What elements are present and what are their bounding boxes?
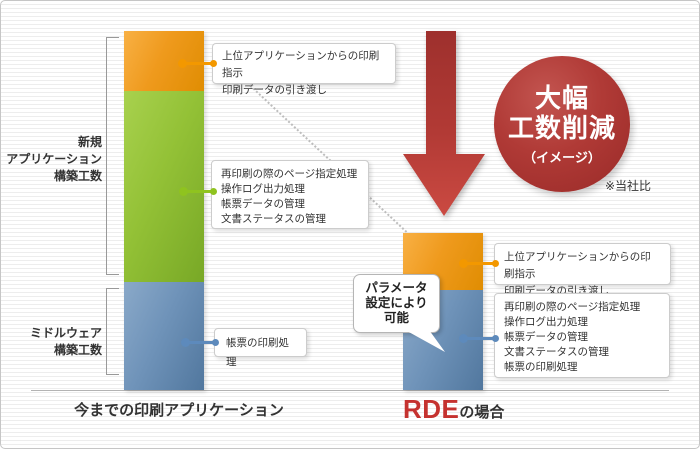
connector-left-green [179, 187, 217, 196]
rde-suffix-text: の場合 [459, 404, 505, 421]
connector-left-blue [181, 338, 219, 347]
bar-segment-orange [124, 31, 204, 91]
label-new-application-manhours: 新規 アプリケーション 構築工数 [6, 135, 102, 183]
bar-segment-green [124, 91, 204, 282]
reduction-badge: 大幅 工数削減 （イメージ） [494, 56, 630, 192]
axis-baseline [31, 390, 669, 391]
callout-left-blue: 帳票の印刷処理 [214, 328, 307, 368]
footnote-company-comparison: ※当社比 [605, 179, 652, 193]
badge-title: 大幅 工数削減 [507, 82, 616, 143]
parameter-bubble: パラメータ 設定により 可能 [353, 274, 440, 333]
callout-right-orange: 上位アプリケーションからの印刷指示 印刷データの引き渡し [494, 243, 671, 297]
callout-left-orange: 上位アプリケーションからの印刷指示 印刷データの引き渡し [212, 43, 396, 96]
connector-left-orange [178, 59, 217, 68]
connector-right-blue [459, 334, 499, 343]
reduction-arrow-wrap [403, 31, 485, 216]
rde-brand-text: RDE [403, 394, 460, 424]
callout-right-blue: 再印刷の際のページ指定処理 操作ログ出力処理 帳票データの管理 文書ステータスの… [494, 293, 670, 378]
bar-traditional-application [124, 31, 204, 390]
down-arrow-icon [403, 31, 485, 216]
bar-segment-blue [124, 282, 204, 390]
connector-right-orange [459, 259, 499, 268]
label-middleware-manhours: ミドルウェア 構築工数 [29, 326, 102, 357]
callout-left-green: 再印刷の際のページ指定処理 操作ログ出力処理 帳票データの管理 文書ステータスの… [211, 160, 369, 229]
axis-label-rde: RDE の場合 [403, 396, 504, 422]
bracket-new-application [106, 37, 119, 275]
badge-subtitle: （イメージ） [523, 149, 601, 165]
bracket-middleware [106, 288, 119, 375]
axis-label-traditional: 今までの印刷アプリケーション [74, 402, 284, 419]
